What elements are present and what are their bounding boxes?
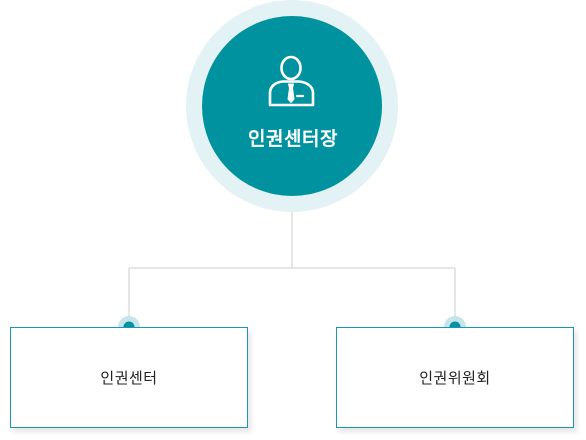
node-human-rights-committee[interactable]: 인권위원회 bbox=[336, 327, 574, 428]
person-with-tie-icon bbox=[268, 55, 315, 107]
head-title: 인권센터장 bbox=[248, 128, 338, 150]
node-human-rights-committee-label: 인권위원회 bbox=[419, 369, 491, 387]
node-human-rights-center[interactable]: 인권센터 bbox=[10, 327, 248, 428]
node-human-rights-center-label: 인권센터 bbox=[100, 369, 158, 387]
